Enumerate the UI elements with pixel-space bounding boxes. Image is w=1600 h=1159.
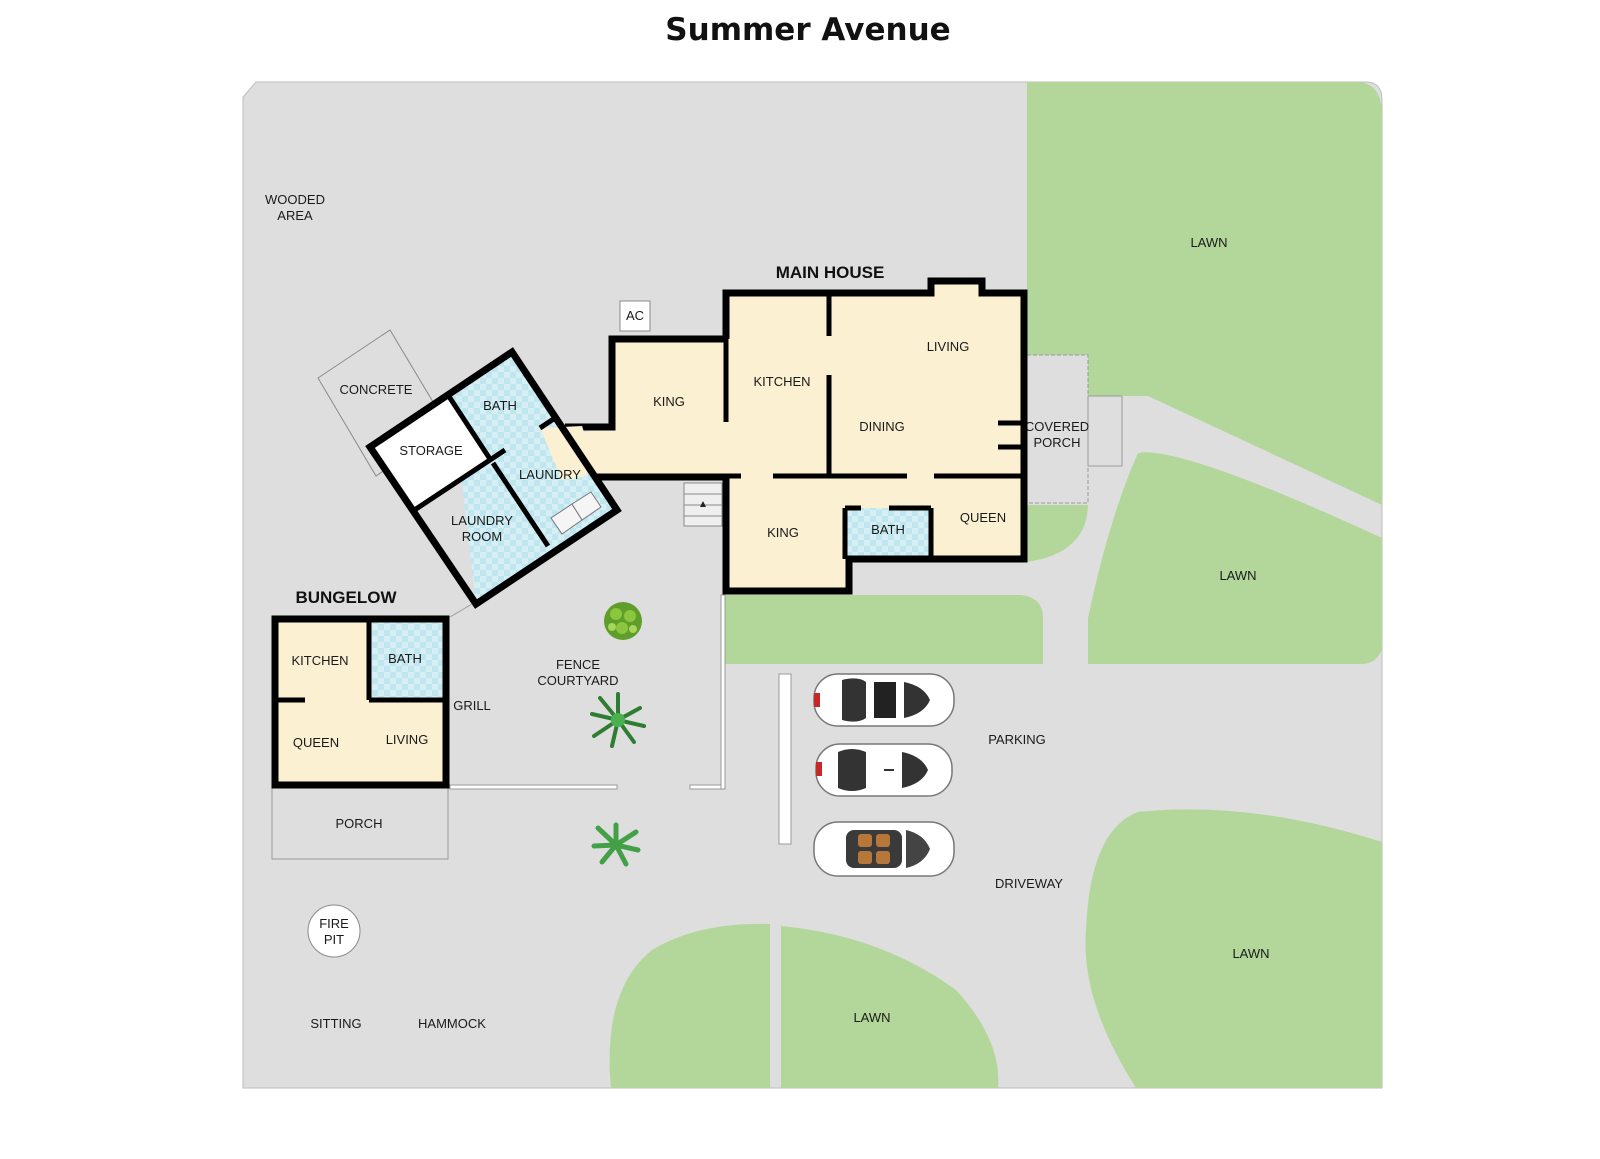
bungelow-label-living: LIVING: [386, 732, 429, 747]
parking-curb: [778, 673, 792, 845]
room-label-bath: BATH: [871, 522, 905, 537]
room-label-queen: QUEEN: [960, 510, 1006, 525]
lawn-porch-corner: [1027, 505, 1088, 562]
convertible-car-icon: [813, 821, 955, 877]
fence-right: [720, 594, 726, 790]
parking-label: PARKING: [988, 732, 1046, 747]
fence-bottom-right: [689, 784, 726, 790]
lawn-top-right: [1027, 82, 1382, 505]
fence-annex-to-bungelow: [449, 603, 473, 618]
room-label-dining: DINING: [859, 419, 905, 434]
shrub-icon: [604, 602, 642, 640]
fence-courtyard-label-line2: COURTYARD: [537, 673, 618, 688]
annex-wall-storage-right: [445, 393, 493, 461]
annex-label-storage: STORAGE: [399, 443, 463, 458]
bungelow-bath-floor: [369, 622, 445, 700]
lawn-bottom-right: [1085, 809, 1382, 1088]
bungelow-label-bath: BATH: [388, 651, 422, 666]
lawn-label-middle-right: LAWN: [1219, 568, 1256, 583]
room-label-living: LIVING: [927, 339, 970, 354]
lawn-label-bottom-right: LAWN: [1232, 946, 1269, 961]
lawn-bottom-left-center: [609, 923, 770, 1088]
room-label-kitchen: KITCHEN: [753, 374, 810, 389]
ac-unit: [619, 300, 651, 332]
main-house-bath-floor: [845, 508, 931, 556]
bungelow-label-kitchen: KITCHEN: [291, 653, 348, 668]
annex-wall-storage-bottom: [411, 447, 507, 514]
main-house-heading: MAIN HOUSE: [776, 263, 885, 282]
lawn-bottom-center: [781, 926, 999, 1088]
lawn-label-top-right: LAWN: [1190, 235, 1227, 250]
car-icon-top: [813, 673, 955, 727]
sitting-label: SITTING: [310, 1016, 361, 1031]
fire-pit-label-line2: PIT: [324, 932, 344, 947]
annex-label-bath: BATH: [483, 398, 517, 413]
wooded-area-label-line2: AREA: [277, 208, 313, 223]
plan-title: Summer Avenue: [665, 12, 950, 48]
concrete-label: CONCRETE: [340, 382, 413, 397]
covered-porch: [1026, 354, 1089, 504]
ac-label: AC: [626, 308, 644, 323]
fire-pit: [307, 904, 361, 958]
annex-label-laundry-room-line1: LAUNDRY: [451, 513, 513, 528]
bungelow-heading: BUNGELOW: [295, 588, 397, 607]
annex-label-laundry: LAUNDRY: [519, 467, 581, 482]
main-house-king-walls: [565, 335, 726, 431]
bungelow-label-queen: QUEEN: [293, 735, 339, 750]
annex-walls: [365, 347, 622, 609]
agave-plant-icon: [590, 692, 646, 748]
palm-plant-icon: [591, 822, 641, 867]
annex-wet-floor: [452, 354, 617, 604]
wooded-area-label-line1: WOODED: [265, 192, 325, 207]
annex-wall-laundry-divider: [490, 461, 551, 548]
lawn-middle-right: [1088, 452, 1382, 664]
main-house-walls: [582, 277, 1028, 595]
annex-label-laundry-room-line2: ROOM: [462, 529, 502, 544]
car-icon-middle: [815, 743, 953, 797]
grill-label: GRILL: [453, 698, 491, 713]
fence-courtyard-label-line1: FENCE: [556, 657, 600, 672]
washer-dryer-icon: [550, 491, 602, 535]
annex-building: [365, 347, 622, 609]
lawn-label-bottom-center: LAWN: [853, 1010, 890, 1025]
fence-bottom: [449, 784, 618, 790]
lawn-strip: [725, 595, 1043, 664]
stairs: [683, 482, 723, 527]
covered-porch-step: [1087, 395, 1123, 467]
room-label-king-2: KING: [767, 525, 799, 540]
room-label-king-1: KING: [653, 394, 685, 409]
covered-porch-label-line1: COVERED: [1025, 419, 1089, 434]
bungelow-porch: [271, 787, 449, 860]
covered-porch-label-line2: PORCH: [1034, 435, 1081, 450]
annex-wall-bath-stub: [538, 413, 560, 431]
bungelow-label-porch: PORCH: [336, 816, 383, 831]
annex-link-floor: [540, 426, 596, 480]
hammock-label: HAMMOCK: [418, 1016, 486, 1031]
driveway-label: DRIVEWAY: [995, 876, 1063, 891]
storage-floor: [370, 395, 490, 511]
fire-pit-label-line1: FIRE: [319, 916, 349, 931]
